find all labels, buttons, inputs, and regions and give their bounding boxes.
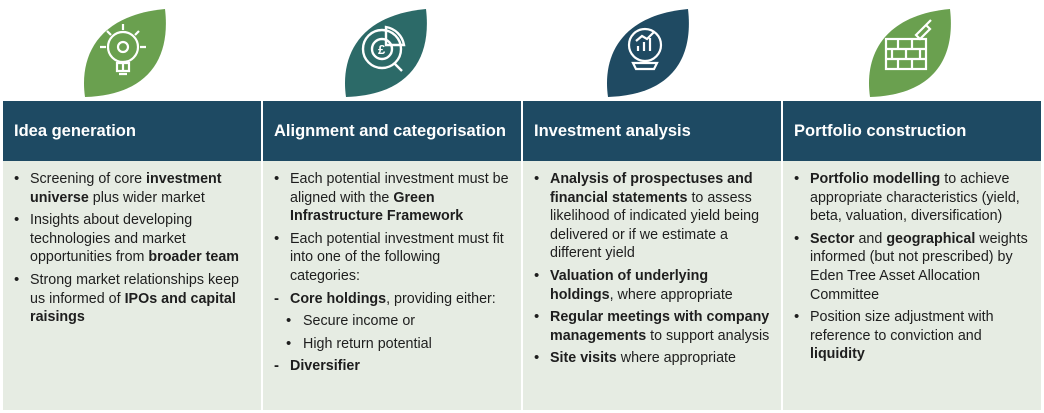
list-item: Position size adjustment with reference … (793, 308, 1031, 364)
column-header: Idea generation (3, 101, 261, 161)
column-idea-generation: Idea generation Screening of core invest… (3, 101, 261, 410)
column-portfolio-construction: Portfolio construction Portfolio modelli… (783, 101, 1041, 410)
crystal-ball-chart-icon (606, 9, 689, 97)
bullet-list: Analysis of prospectuses and financial s… (533, 170, 771, 368)
sub-list-item: High return potential (273, 335, 511, 354)
column-body: Analysis of prospectuses and financial s… (523, 161, 781, 410)
column-header: Portfolio construction (783, 101, 1041, 161)
investment-analysis-leaf (600, 5, 690, 99)
list-item-diversifier: Diversifier (273, 357, 511, 376)
icon-row: £ (0, 0, 1044, 100)
list-item: Valuation of underlying holdings, where … (533, 267, 771, 304)
list-item: Analysis of prospectuses and financial s… (533, 170, 771, 263)
bullet-list: Screening of core investment universe pl… (13, 170, 251, 327)
column-body: Portfolio modelling to achieve appropria… (783, 161, 1041, 410)
list-item: Regular meetings with company management… (533, 308, 771, 345)
list-item: Sector and geographical weights informed… (793, 230, 1031, 304)
column-investment-analysis: Investment analysis Analysis of prospect… (523, 101, 781, 410)
list-item: Insights about developing technologies a… (13, 211, 251, 267)
bullet-list: Portfolio modelling to achieve appropria… (793, 170, 1031, 364)
portfolio-construction-leaf (862, 5, 952, 99)
sub-list-item: Secure income or (273, 312, 511, 331)
column-alignment-categorisation: Alignment and categorisation Each potent… (263, 101, 521, 410)
list-item: Site visits where appropriate (533, 349, 771, 368)
list-item: Each potential investment must fit into … (273, 230, 511, 286)
column-header: Investment analysis (523, 101, 781, 161)
pound-pie-chart-icon: £ (344, 9, 427, 97)
column-header: Alignment and categorisation (263, 101, 521, 161)
list-item: Strong market relationships keep us info… (13, 271, 251, 327)
svg-text:£: £ (378, 42, 386, 57)
list-item-core-holdings: Core holdings, providing either: (273, 290, 511, 309)
column-body: Screening of core investment universe pl… (3, 161, 261, 410)
alignment-leaf: £ (338, 5, 428, 99)
gear-lightbulb-icon (83, 9, 166, 97)
brick-wall-trowel-icon (868, 9, 951, 97)
idea-generation-leaf (77, 5, 167, 99)
list-item: Screening of core investment universe pl… (13, 170, 251, 207)
column-body: Each potential investment must be aligne… (263, 161, 521, 410)
list-item: Portfolio modelling to achieve appropria… (793, 170, 1031, 226)
list-item: Each potential investment must be aligne… (273, 170, 511, 226)
process-columns: Idea generation Screening of core invest… (3, 101, 1041, 410)
bullet-list: Each potential investment must be aligne… (273, 170, 511, 376)
